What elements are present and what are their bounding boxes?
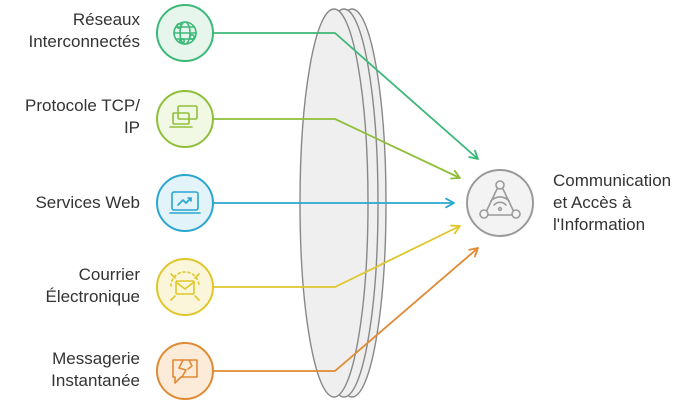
label-target-line-2: et Accès à <box>553 193 632 212</box>
label-target-line-1: Communication <box>553 171 672 190</box>
label-tcpip-line-1: Protocole TCP/ <box>25 96 140 115</box>
label-chat-line-2: Instantanée <box>51 371 140 390</box>
arrowhead-tcpip <box>450 169 461 180</box>
wireless-hub-icon <box>479 180 521 219</box>
web-chart-icon <box>169 191 201 214</box>
laptop-network-icon <box>169 105 198 128</box>
label-tcpip: Protocole TCP/ IP <box>0 95 140 139</box>
source-circle-mail <box>156 258 214 316</box>
arrowhead-reseaux <box>468 149 479 160</box>
source-node-chat <box>156 342 214 400</box>
source-node-web <box>156 174 214 232</box>
source-node-reseaux <box>156 4 214 62</box>
label-target: Communication et Accès à l'Information <box>553 170 698 236</box>
source-nodes <box>156 4 214 400</box>
label-tcpip-line-2: IP <box>123 118 140 137</box>
label-chat: Messagerie Instantanée <box>0 348 140 392</box>
label-mail-line-1: Courrier <box>78 265 140 284</box>
label-mail: Courrier Électronique <box>0 264 140 308</box>
arrowhead-mail <box>450 224 461 235</box>
connector-mail <box>212 225 461 288</box>
label-reseaux-line-1: Réseaux <box>72 10 140 29</box>
label-web-line-1: Services Web <box>35 193 140 212</box>
connector-reseaux <box>212 32 479 160</box>
label-reseaux-line-2: Interconnectés <box>28 32 140 51</box>
label-mail-line-2: Électronique <box>45 287 140 306</box>
label-target-line-3: l'Information <box>553 215 646 234</box>
globe-network-icon <box>173 21 197 45</box>
source-node-mail <box>156 258 214 316</box>
chat-bubble-icon <box>172 359 198 384</box>
envelope-icon <box>170 271 200 301</box>
connectors <box>212 32 479 372</box>
source-node-tcpip <box>156 90 214 148</box>
target-node <box>466 169 534 237</box>
connector-chat <box>212 247 479 372</box>
arrowhead-chat <box>468 247 479 258</box>
arrowhead-web <box>445 197 455 209</box>
label-reseaux: Réseaux Interconnectés <box>0 9 140 53</box>
label-web: Services Web <box>0 192 140 214</box>
label-chat-line-1: Messagerie <box>52 349 140 368</box>
connector-tcpip <box>212 118 461 179</box>
